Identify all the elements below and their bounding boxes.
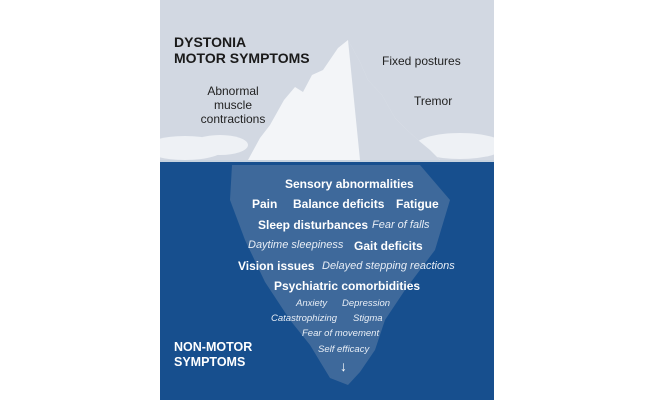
label-vision-issues: Vision issues <box>238 259 315 273</box>
iceberg-poster: DYSTONIA MOTOR SYMPTOMS Fixed postures T… <box>160 0 494 400</box>
label-abnormal-muscle-contractions: Abnormal muscle contractions <box>200 84 266 126</box>
iceberg-shading <box>348 40 440 160</box>
label-sleep-disturbances: Sleep disturbances <box>258 218 369 232</box>
motor-heading: DYSTONIA MOTOR SYMPTOMS <box>174 34 310 66</box>
label-fear-of-falls: Fear of falls <box>372 219 430 231</box>
label-catastrophizing: Catastrophizing <box>271 313 338 324</box>
label-sensory-abnormalities: Sensory abnormalities <box>285 177 414 191</box>
motor-heading-line2: MOTOR SYMPTOMS <box>174 50 310 66</box>
label-anxiety: Anxiety <box>296 298 328 309</box>
abnormal-line2: muscle <box>213 98 252 112</box>
label-pain: Pain <box>252 197 278 211</box>
label-fatigue: Fatigue <box>396 197 439 211</box>
label-daytime-sleepiness: Daytime sleepiness <box>248 239 344 251</box>
label-balance-deficits: Balance deficits <box>293 197 385 211</box>
iceberg-illustration <box>160 0 494 400</box>
label-self-efficacy: Self efficacy <box>318 344 370 355</box>
label-stigma: Stigma <box>353 313 383 324</box>
down-arrow-icon: ↓ <box>340 358 347 374</box>
non-motor-heading: NON-MOTOR SYMPTOMS <box>174 340 252 370</box>
abnormal-line3: contractions <box>200 112 266 126</box>
label-depression: Depression <box>342 298 391 309</box>
label-delayed-stepping-reactions: Delayed stepping reactions <box>322 260 455 272</box>
motor-heading-line1: DYSTONIA <box>174 34 247 50</box>
label-fear-of-movement: Fear of movement <box>302 328 380 339</box>
non-motor-heading-line2: SYMPTOMS <box>174 355 246 369</box>
iceberg-underwater <box>230 165 450 385</box>
label-gait-deficits: Gait deficits <box>354 239 423 253</box>
abnormal-line1: Abnormal <box>207 84 259 98</box>
label-psychiatric-comorbidities: Psychiatric comorbidities <box>274 279 421 293</box>
non-motor-heading-line1: NON-MOTOR <box>174 340 253 354</box>
label-fixed-postures: Fixed postures <box>382 54 461 68</box>
label-tremor: Tremor <box>414 94 453 108</box>
